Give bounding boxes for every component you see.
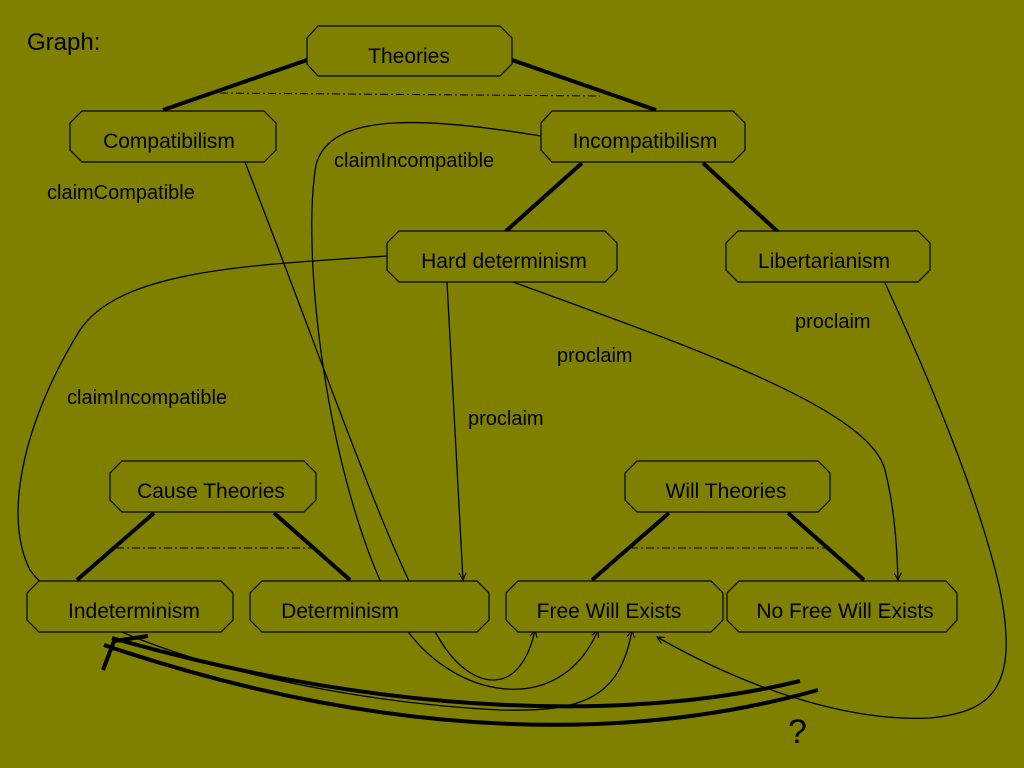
node-compatibilism[interactable]: Compatibilism (69, 110, 277, 163)
question-arrow (101, 634, 819, 727)
node-incompatibilism[interactable]: Incompatibilism (540, 110, 746, 163)
node-libertarianism-label: Libertarianism (758, 250, 890, 273)
question-arrow-head (101, 634, 149, 671)
node-will-theories-label: Will Theories (666, 480, 787, 503)
node-libertarianism[interactable]: Libertarianism (725, 230, 931, 283)
node-hard-determinism[interactable]: Hard determinism (386, 230, 618, 283)
node-theories[interactable]: Theories (306, 25, 513, 77)
label-claim-compatible: claimCompatible (47, 182, 195, 204)
question-mark: ? (788, 713, 807, 751)
label-proclaim-hd-determinism: proclaim (468, 408, 544, 430)
node-compatibilism-label: Compatibilism (103, 130, 235, 153)
edge-incompatibilism-free-will (311, 121, 598, 690)
node-indeterminism[interactable]: Indeterminism (26, 580, 234, 633)
edge-cause-determinism (272, 511, 352, 582)
node-no-free-will-exists-label: No Free Will Exists (756, 600, 933, 623)
disjoint-compat-incompat (219, 92, 601, 97)
edge-theories-compatibilism (162, 58, 308, 112)
label-proclaim-libertarianism: proclaim (795, 311, 871, 333)
node-free-will-exists[interactable]: Free Will Exists (505, 580, 724, 633)
label-claim-incompatible-upper: claimIncompatible (334, 150, 494, 172)
edge-theories-incompatibilism (511, 58, 657, 112)
node-determinism-label: Determinism (281, 600, 399, 623)
node-hard-determinism-label: Hard determinism (421, 250, 587, 273)
edge-incompatibilism-libertarianism (701, 161, 780, 234)
edge-hard-determinism-no-free-will (512, 281, 898, 580)
edge-hard-determinism-determinism (446, 281, 463, 580)
disjoint-lines (116, 92, 826, 549)
edge-will-free (590, 511, 671, 582)
question-arrow-line-2 (103, 643, 819, 727)
label-proclaim-hd-nofree: proclaim (557, 345, 633, 367)
node-will-theories[interactable]: Will Theories (624, 460, 831, 513)
edge-cause-indeterminism (75, 511, 156, 582)
edge-will-nofree (786, 511, 866, 582)
edge-incompatibilism-hard-determinism (503, 161, 584, 234)
node-cause-theories-label: Cause Theories (137, 480, 285, 503)
label-claim-incompatible-left: claimIncompatible (67, 387, 227, 409)
node-no-free-will-exists[interactable]: No Free Will Exists (726, 580, 958, 633)
node-determinism[interactable]: Determinism (249, 580, 490, 633)
edge-hard-determinism-free-will (17, 255, 632, 711)
hierarchy-edges (75, 58, 866, 582)
node-cause-theories[interactable]: Cause Theories (109, 460, 317, 513)
edge-labels: claimCompatible claimIncompatible claimI… (47, 150, 871, 751)
node-theories-label: Theories (368, 45, 450, 68)
node-incompatibilism-label: Incompatibilism (573, 130, 718, 153)
node-indeterminism-label: Indeterminism (68, 600, 200, 623)
graph-title: Graph: (27, 29, 100, 56)
question-arrow-line-1 (111, 636, 801, 709)
node-free-will-exists-label: Free Will Exists (537, 600, 682, 623)
